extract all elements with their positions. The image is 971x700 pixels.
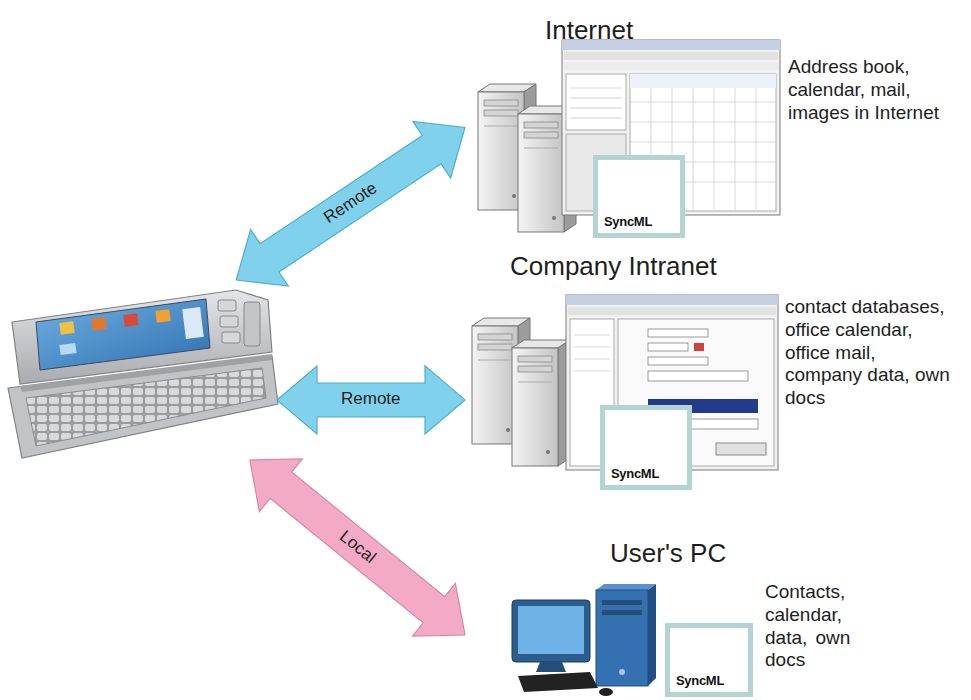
desktop-pc [518, 606, 584, 654]
communicator-device [91, 317, 106, 331]
intranet-group: Company Intranet contact databases, offic… [465, 248, 971, 493]
group-heading: User's PC [610, 539, 726, 569]
internet-group: InternetAddress book, calendar, mail, im… [465, 10, 971, 245]
communicator-device [20, 354, 272, 392]
desktop-pc [518, 672, 598, 692]
syncml-logo-text: SyncML [676, 673, 724, 688]
desktop-pc [602, 600, 642, 605]
device-node [5, 280, 277, 460]
server-pair [472, 318, 570, 466]
desktop-pc [512, 600, 590, 662]
double-block-arrow [250, 459, 465, 636]
desktop-pc [596, 590, 648, 686]
desktop-pc [512, 584, 656, 696]
server-pair [478, 84, 576, 232]
server-pair [478, 84, 576, 232]
desktop-pc [599, 688, 613, 696]
group-description: Contacts, calendar, data, own docs [765, 581, 851, 672]
double-block-arrow [236, 121, 465, 286]
desktop-pc [648, 584, 656, 686]
syncml-box: SyncML [600, 405, 692, 490]
syncml-box: SyncML [593, 155, 685, 238]
communicator-device [8, 290, 278, 458]
communicator-device [222, 332, 240, 343]
communicator-device [244, 302, 260, 346]
arrow-label: Local [336, 527, 379, 567]
desktop-pc [619, 669, 625, 675]
double-block-arrow [277, 366, 465, 434]
arrow-label: Remote [320, 179, 380, 228]
communicator-device [59, 343, 76, 355]
desktop-pc [602, 610, 642, 615]
group-description: Address book, calendar, mail, images in … [788, 56, 966, 124]
pc-group: User's PC Contacts, calendar, data, own d… [465, 535, 971, 700]
syncml-logo-text: SyncML [611, 466, 659, 481]
arrow-label: Remote [341, 390, 401, 409]
communicator-device [123, 313, 138, 327]
communicator-device [59, 321, 74, 335]
communicator-device [218, 300, 236, 311]
group-description: contact databases, office calendar, offi… [785, 296, 955, 410]
communicator-device [155, 309, 170, 323]
syncml-box: SyncML [665, 623, 753, 697]
group-heading: Company Intranet [510, 252, 717, 282]
desktop-pc [596, 584, 656, 590]
communicator-device [220, 316, 238, 327]
server-pair [472, 318, 570, 466]
group-heading: Internet [545, 16, 633, 46]
communicator-device [26, 368, 266, 446]
communicator-device [36, 299, 210, 370]
syncml-logo-text: SyncML [604, 214, 652, 229]
communicator-device [182, 307, 204, 339]
desktop-pc [536, 662, 566, 672]
